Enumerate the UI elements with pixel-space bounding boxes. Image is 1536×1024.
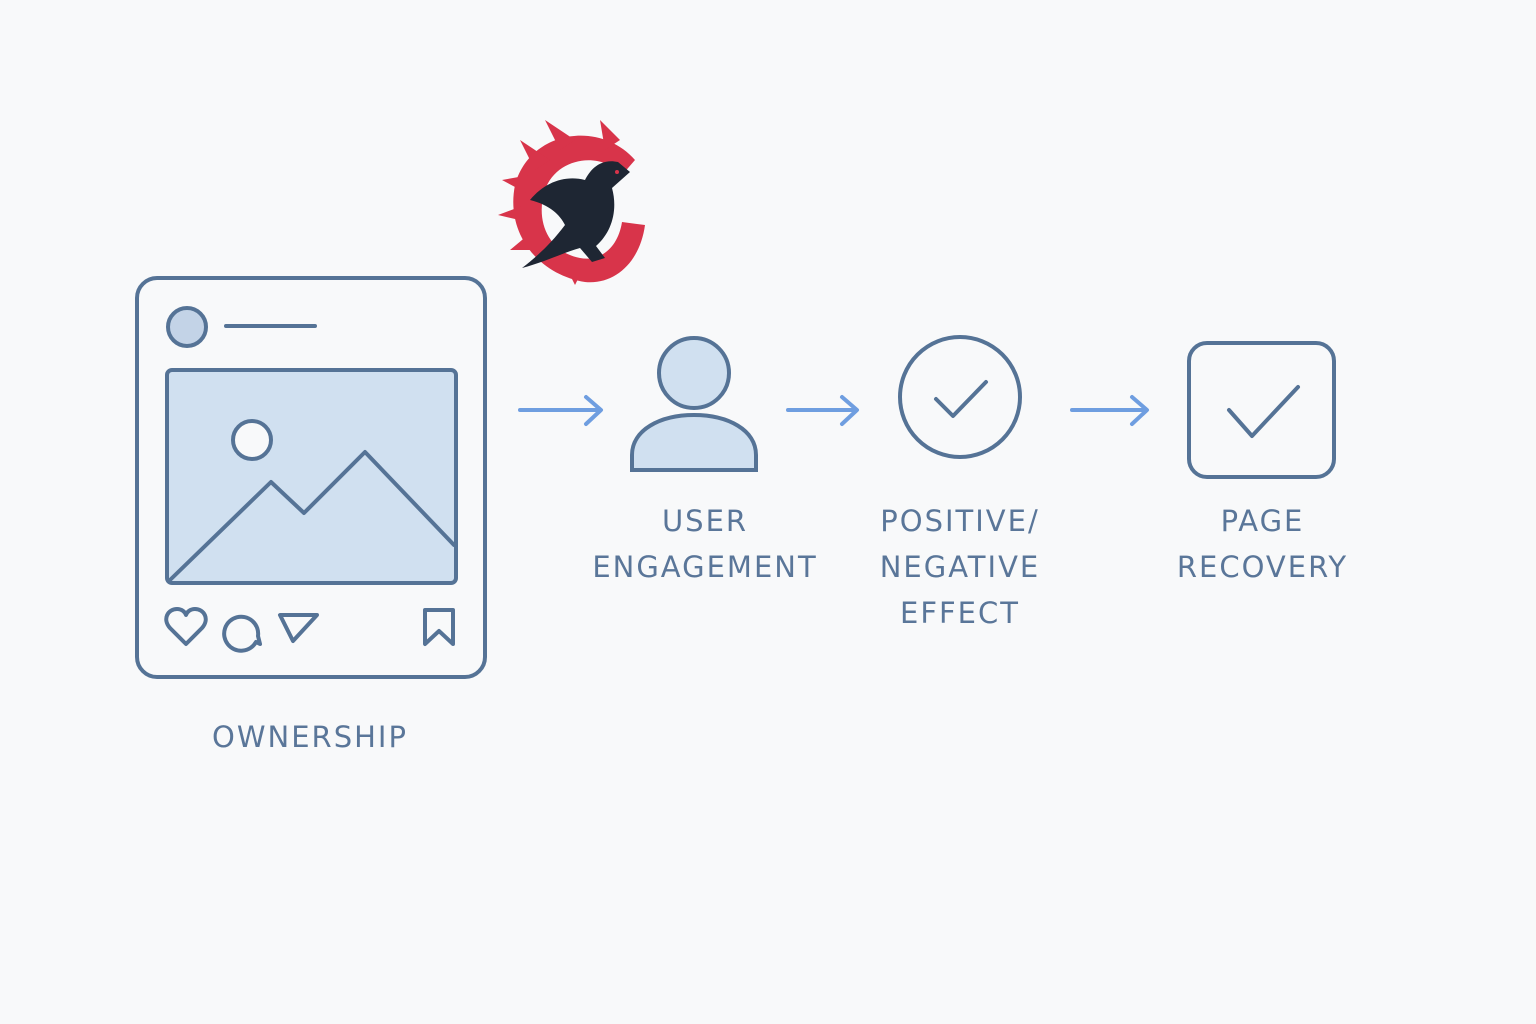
bookmark-icon: [423, 608, 455, 646]
user-icon: [630, 336, 758, 472]
label-line: PAGE: [1220, 504, 1305, 538]
step-label-effect: POSITIVE/ NEGATIVE EFFECT: [830, 498, 1090, 636]
raven-crescent-logo: [498, 120, 645, 285]
arrow-right-icon: [1070, 395, 1149, 426]
label-line: USER: [661, 504, 749, 538]
label-line: POSITIVE/: [880, 504, 1040, 538]
label-line: NEGATIVE: [879, 550, 1041, 584]
heart-icon: [164, 607, 208, 646]
label-line: ENGAGEMENT: [592, 550, 818, 584]
avatar-icon: [166, 306, 208, 348]
arrow-right-icon: [786, 395, 859, 426]
arrow-right-icon: [518, 395, 603, 426]
social-post-icon: [135, 276, 487, 679]
label-line: RECOVERY: [1176, 550, 1349, 584]
comment-icon: [222, 614, 262, 653]
step-label-user-engagement: USER ENGAGEMENT: [565, 498, 845, 590]
label-line: EFFECT: [900, 596, 1020, 630]
check-square-icon: [1187, 341, 1336, 479]
label-line: OWNERSHIP: [212, 720, 408, 754]
step-label-page-recovery: PAGE RECOVERY: [1140, 498, 1385, 590]
image-icon: [165, 368, 458, 585]
step-label-ownership: OWNERSHIP: [150, 714, 470, 760]
share-icon: [278, 613, 319, 643]
check-circle-icon: [898, 335, 1022, 459]
